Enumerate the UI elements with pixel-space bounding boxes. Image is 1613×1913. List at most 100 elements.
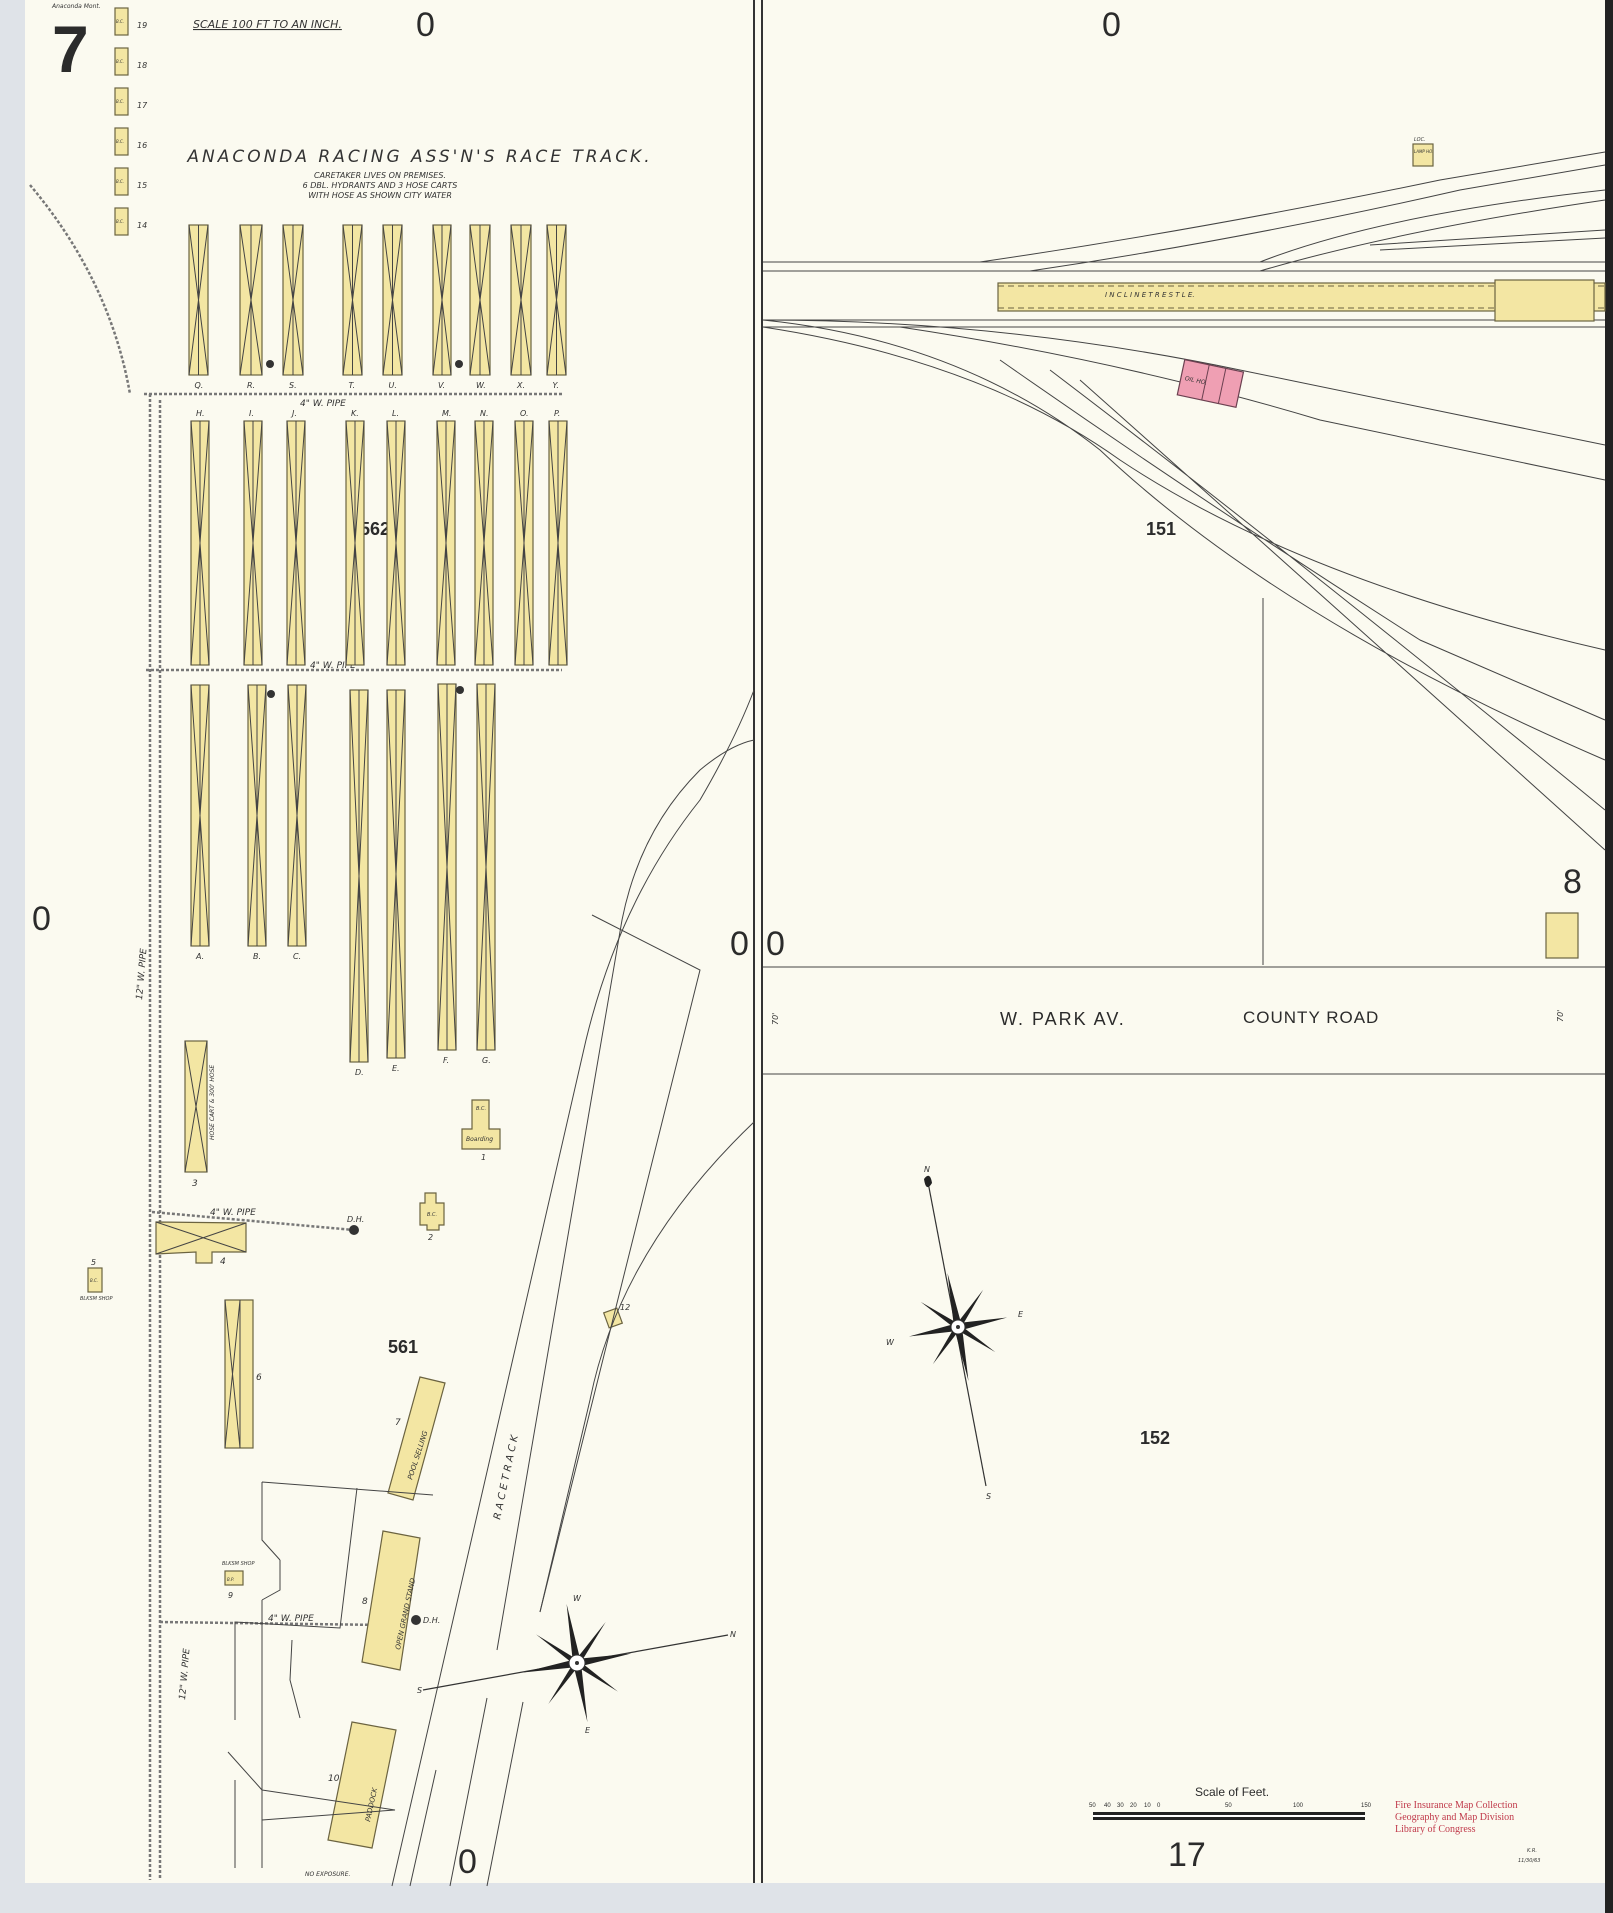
svg-text:OIL HO.: OIL HO.	[1184, 375, 1208, 387]
building-code: B.C.	[116, 19, 124, 24]
building-small	[1545, 912, 1579, 959]
stall-building: L.	[386, 409, 406, 666]
small-building: B.C.14	[114, 207, 147, 236]
svg-text:E: E	[585, 1726, 591, 1735]
building-1-boarding: Boarding B.C. 1	[461, 1099, 501, 1162]
building-2: B.C. 2	[419, 1192, 445, 1242]
building-code: B.C.	[116, 219, 124, 224]
stall-building: P.	[548, 409, 568, 666]
building-number: 16	[137, 141, 147, 150]
pipe-label: 12" W. PIPE	[135, 948, 149, 1001]
stall-building: H.	[190, 409, 210, 666]
stall-building: T.	[342, 224, 363, 390]
stall-building: X.	[510, 224, 532, 390]
stall-label: L.	[392, 409, 399, 418]
svg-text:3: 3	[192, 1179, 198, 1189]
water-pipe-lines	[144, 392, 562, 1880]
race-track-line	[486, 914, 701, 1887]
map-title: ANACONDA RACING ASS'N'S RACE TRACK.	[186, 147, 652, 167]
oil-house: OIL HO.	[1176, 358, 1245, 409]
svg-text:S: S	[986, 1492, 991, 1501]
svg-text:B.C.: B.C.	[90, 1278, 98, 1283]
place-header: Anaconda Mont.	[51, 3, 101, 10]
adjoining-label: 0	[766, 925, 785, 963]
hydrant-icon	[267, 690, 275, 698]
street-width: 70'	[771, 1013, 780, 1025]
pipe-label: 4" W. PIPE	[268, 1614, 314, 1624]
stall-label: F.	[443, 1056, 449, 1065]
svg-text:LOC.: LOC.	[1414, 137, 1426, 143]
race-track-line	[409, 739, 755, 1887]
svg-text:4: 4	[220, 1257, 226, 1267]
small-buildings: B.C.19B.C.18B.C.17B.C.16B.C.15B.C.14	[114, 7, 148, 236]
svg-text:B.C.: B.C.	[476, 1106, 486, 1112]
svg-text:BLKSM SHOP: BLKSM SHOP	[80, 1296, 112, 1302]
block-number: 561	[388, 1337, 418, 1357]
adjoining-label: 0	[416, 6, 435, 44]
stall-building: U.	[382, 224, 403, 390]
adjoining-label: 8	[1563, 863, 1582, 901]
water-pipe-curve	[29, 184, 132, 395]
svg-text:LAMP HO.: LAMP HO.	[1414, 149, 1433, 154]
stall-building: Q.	[188, 224, 209, 390]
stall-building: A.	[190, 684, 210, 961]
svg-text:N: N	[730, 1630, 736, 1639]
stall-building: J.	[286, 409, 306, 666]
block-number: 151	[1146, 519, 1176, 539]
compass-rose-right: N S E W	[886, 1165, 1024, 1501]
stall-label: G.	[482, 1056, 491, 1065]
building-number: 17	[137, 101, 148, 110]
svg-text:1: 1	[481, 1153, 486, 1162]
building-9-blacksmith-shop: B.P. BLKSM SHOP 9	[222, 1561, 254, 1600]
stall-label: H.	[196, 409, 205, 418]
svg-text:N: N	[924, 1165, 930, 1174]
stall-label: A.	[195, 952, 204, 961]
pipe-label: 12" W. PIPE	[178, 1648, 192, 1701]
svg-text:7: 7	[395, 1418, 401, 1428]
adjoining-label: 0	[458, 1843, 477, 1881]
stall-label: O.	[520, 409, 529, 418]
initials-date: 11/30/63	[1518, 1858, 1540, 1864]
stall-building: V.	[432, 224, 452, 390]
svg-text:Fire Insurance Map Collection: Fire Insurance Map Collection	[1395, 1800, 1517, 1811]
block-number: 562	[360, 519, 390, 539]
stall-building: S.	[282, 224, 304, 390]
stall-label: K.	[351, 409, 359, 418]
stall-label: N.	[480, 409, 489, 418]
stall-building: N.	[474, 409, 494, 666]
building-number: 19	[137, 21, 147, 30]
svg-text:Library of Congress: Library of Congress	[1395, 1824, 1476, 1835]
svg-text:E: E	[1018, 1310, 1024, 1319]
stall-building: I.	[243, 409, 263, 666]
stall-label: V.	[438, 381, 445, 390]
stall-label: R.	[247, 381, 255, 390]
stall-building: W.	[469, 224, 491, 390]
scale-tick: 40	[1104, 1803, 1111, 1809]
block-numbers: 562 561 151 152	[360, 519, 1176, 1448]
svg-text:Scale of Feet.: Scale of Feet.	[1195, 1785, 1269, 1799]
stall-label: I.	[249, 409, 254, 418]
svg-text:Boarding: Boarding	[466, 1136, 493, 1143]
hydrant-icon	[456, 686, 464, 694]
svg-text:B.C.: B.C.	[427, 1212, 437, 1218]
small-building: B.C.15	[114, 167, 147, 196]
pipe-label: 4" W. PIPE	[210, 1208, 256, 1218]
svg-text:12: 12	[620, 1303, 630, 1312]
scale-tick: 50	[1225, 1803, 1232, 1809]
small-building: B.C.16	[114, 127, 147, 156]
building-code: B.C.	[116, 59, 124, 64]
stall-building: M.	[436, 409, 456, 666]
stall-building: K.	[345, 409, 365, 666]
building-code: B.C.	[116, 99, 124, 104]
adjoining-label: 0	[32, 900, 51, 938]
stall-label: J.	[290, 409, 297, 418]
lamp-house: LAMP HO. LOC.	[1412, 137, 1434, 167]
race-track-inner-curve	[539, 1121, 755, 1613]
stall-label: E.	[392, 1064, 400, 1073]
sheet-number: 7	[52, 12, 89, 86]
adjoining-labels: 0 0 0 0 0 0 8 17	[32, 6, 1582, 1881]
svg-text:BLKSM SHOP: BLKSM SHOP	[222, 1561, 254, 1567]
race-track-outer-line	[391, 689, 755, 1887]
small-building: B.C. 17	[114, 87, 148, 116]
